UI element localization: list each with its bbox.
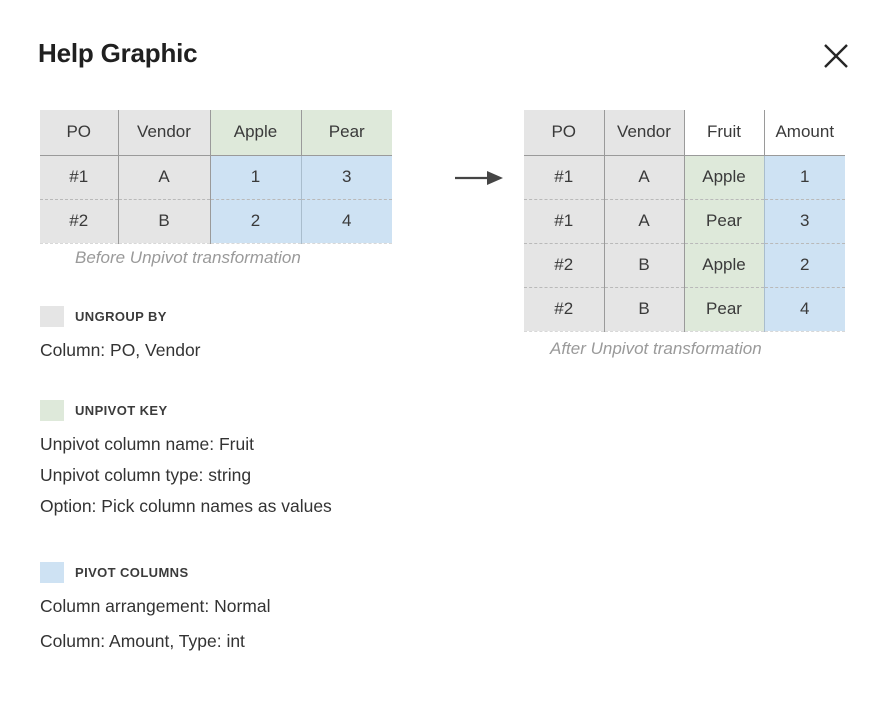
detail-line: Column: Amount, Type: int [40,631,245,651]
cell-vendor: B [604,286,685,332]
table-row: #2 B Pear 4 [524,286,845,332]
legend-heading: UNPIVOT KEY [40,399,332,421]
cell-apple: 2 [210,198,302,244]
table-row: #2 B Apple 2 [524,242,845,287]
table-row: #1 A 1 3 [40,155,392,199]
cell-amount: 3 [764,198,845,243]
cell-vendor: B [118,198,211,244]
legend-section-unpivot-key: UNPIVOT KEY Unpivot column name: Fruit U… [40,399,332,517]
table-header-row: PO Vendor Fruit Amount [524,110,845,156]
table-header-row: PO Vendor Apple Pear [40,110,392,156]
cell-pear: 3 [301,155,392,199]
cell-vendor: B [604,242,685,287]
after-unpivot-table: PO Vendor Fruit Amount #1 A Apple 1 #1 A… [524,110,845,332]
header-cell-vendor: Vendor [118,110,211,156]
cell-po: #1 [40,155,119,199]
legend-heading: UNGROUP BY [40,305,201,327]
header-cell-po: PO [40,110,119,156]
color-swatch-ungroup-by [40,305,64,327]
cell-amount: 4 [764,286,845,332]
cell-po: #2 [40,198,119,244]
header-cell-pear: Pear [301,110,392,156]
cell-po: #2 [524,242,605,287]
table-row: #2 B 2 4 [40,198,392,244]
cell-po: #1 [524,198,605,243]
cell-vendor: A [604,155,685,199]
detail-line: Unpivot column name: Fruit [40,434,254,454]
cell-amount: 2 [764,242,845,287]
table-row: #1 A Apple 1 [524,155,845,199]
table-row: #1 A Pear 3 [524,198,845,243]
cell-pear: 4 [301,198,392,244]
cell-fruit: Pear [684,198,765,243]
color-swatch-pivot-columns [40,561,64,583]
color-swatch-unpivot-key [40,399,64,421]
detail-line: Option: Pick column names as values [40,496,332,516]
detail-line: Column arrangement: Normal [40,596,271,616]
page-title: Help Graphic [38,38,198,68]
legend-label-ungroup-by: UNGROUP BY [75,308,167,324]
header-cell-po: PO [524,110,605,156]
header-cell-apple: Apple [210,110,302,156]
legend-section-pivot-columns: PIVOT COLUMNS Column arrangement: Normal… [40,561,271,652]
cell-amount: 1 [764,155,845,199]
cell-po: #1 [524,155,605,199]
before-unpivot-table: PO Vendor Apple Pear #1 A 1 3 #2 B 2 4 [40,110,392,244]
header-cell-vendor: Vendor [604,110,685,156]
cell-vendor: A [118,155,211,199]
legend-heading: PIVOT COLUMNS [40,561,271,583]
cell-apple: 1 [210,155,302,199]
arrow-right-icon [455,168,505,193]
cell-fruit: Apple [684,242,765,287]
header-cell-amount: Amount [764,110,845,156]
after-table-caption: After Unpivot transformation [550,339,762,358]
cell-fruit: Pear [684,286,765,332]
close-button[interactable] [818,38,854,74]
detail-line: Unpivot column type: string [40,465,252,485]
cell-po: #2 [524,286,605,332]
legend-label-unpivot-key: UNPIVOT KEY [75,402,168,418]
before-table-caption: Before Unpivot transformation [75,248,301,267]
detail-line: Column: PO, Vendor [40,340,201,360]
close-icon [821,41,851,71]
cell-fruit: Apple [684,155,765,199]
legend-section-ungroup-by: UNGROUP BY Column: PO, Vendor [40,305,201,361]
cell-vendor: A [604,198,685,243]
header-cell-fruit: Fruit [684,110,765,156]
legend-label-pivot-columns: PIVOT COLUMNS [75,564,189,580]
